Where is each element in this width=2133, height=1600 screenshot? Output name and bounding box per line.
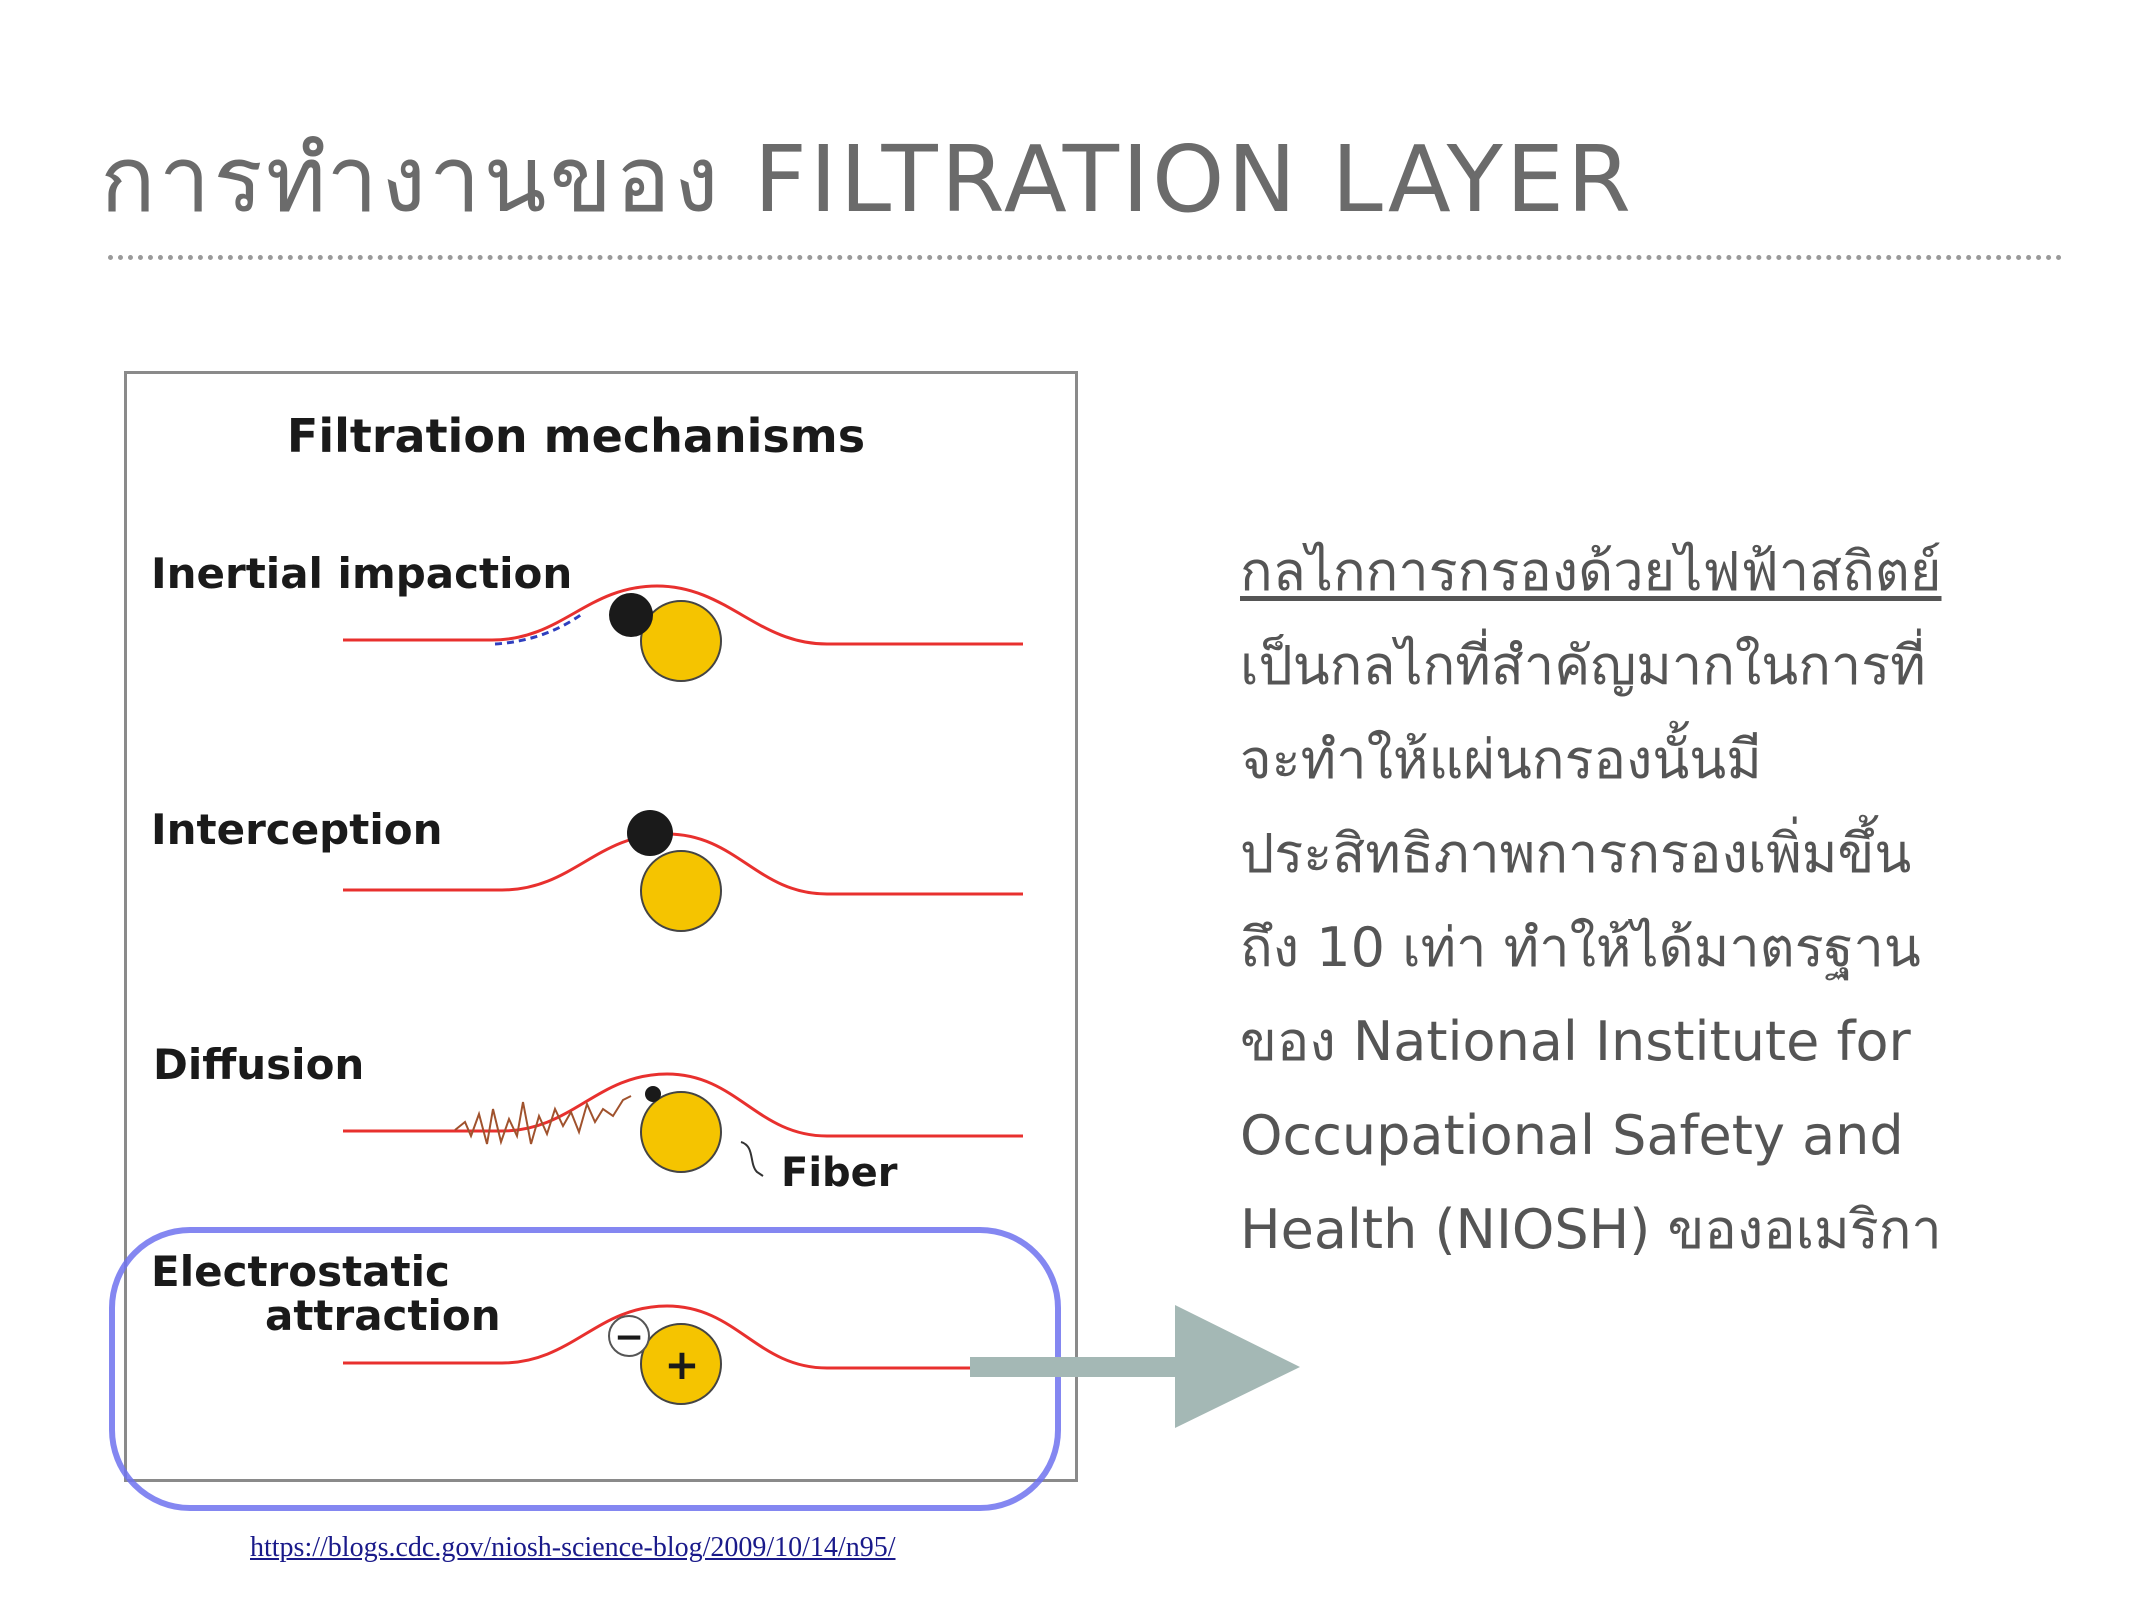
highlight-outline xyxy=(109,1227,1061,1511)
negative-particle xyxy=(608,1315,650,1357)
label-diffusion: Diffusion xyxy=(153,1040,364,1089)
description-line: Occupational Safety and xyxy=(1240,1104,1904,1167)
particle-inertial xyxy=(609,593,653,637)
particle-interception xyxy=(627,810,673,856)
fiber-electrostatic xyxy=(640,1323,722,1405)
airflow-line-diffusion xyxy=(343,1072,1023,1138)
label-interception: Interception xyxy=(151,805,442,854)
airflow-line-inertial xyxy=(343,584,1023,646)
particle-diffusion xyxy=(645,1086,661,1102)
filtration-mechanisms-figure: Filtration mechanisms Inertial impaction… xyxy=(124,371,1078,1482)
fiber-diffusion xyxy=(640,1091,722,1173)
plus-charge: + xyxy=(664,1340,699,1389)
label-inertial-impaction: Inertial impaction xyxy=(151,549,572,598)
label-fiber: Fiber xyxy=(781,1150,898,1196)
description-line: ของ National Institute for xyxy=(1240,1010,1911,1073)
label-electrostatic-line2: attraction xyxy=(265,1291,501,1340)
slide-title: การทำงานของ FILTRATION LAYER xyxy=(100,126,1634,233)
label-electrostatic-line1: Electrostatic xyxy=(151,1247,450,1296)
fiber-inertial xyxy=(640,600,722,682)
description-line: ประสิทธิภาพการกรองเพิ่มขึ้น xyxy=(1240,822,1912,885)
description-heading: กลไกการกรองด้วยไฟฟ้าสถิตย์ xyxy=(1240,540,1942,603)
fiber-interception xyxy=(640,850,722,932)
title-divider xyxy=(108,255,2063,260)
source-link[interactable]: https://blogs.cdc.gov/niosh-science-blog… xyxy=(250,1532,896,1563)
description-line: ถึง 10 เท่า ทำให้ได้มาตรฐาน xyxy=(1240,916,1921,979)
fiber-pointer xyxy=(740,1141,764,1177)
brownian-path-diffusion xyxy=(454,1095,632,1146)
figure-canvas: Filtration mechanisms Inertial impaction… xyxy=(151,409,1023,1405)
description-line: จะทำให้แผ่นกรองนั้นมี xyxy=(1240,728,1762,791)
description-line: Health (NIOSH) ของอเมริกา xyxy=(1240,1198,1942,1261)
figure-title: Filtration mechanisms xyxy=(287,409,865,463)
minus-charge: − xyxy=(614,1317,644,1358)
pointer-arrow xyxy=(970,1305,1300,1428)
description-line: เป็นกลไกที่สำคัญมากในการที่ xyxy=(1240,634,1926,697)
airflow-line-electrostatic xyxy=(343,1304,1023,1370)
description-text: กลไกการกรองด้วยไฟฟ้าสถิตย์ เป็นกลไกที่สำ… xyxy=(1240,525,2120,1277)
